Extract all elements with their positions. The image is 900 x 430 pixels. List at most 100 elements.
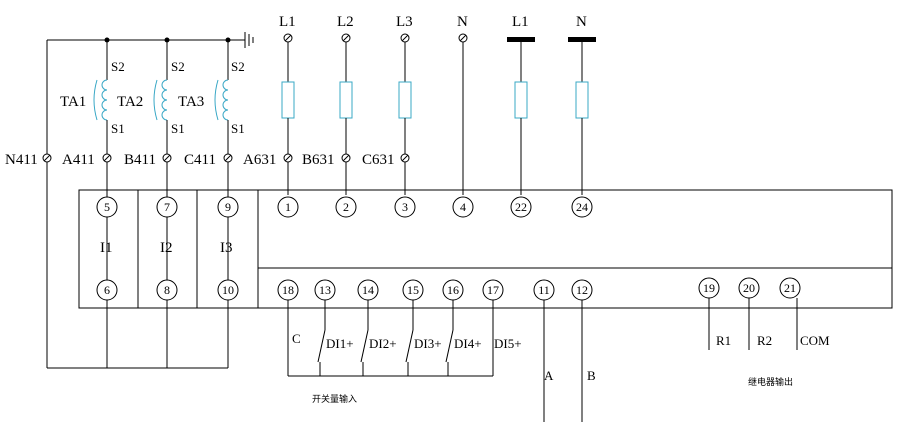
svg-text:12: 12 [576, 283, 588, 297]
wire-label-b631: B631 [302, 152, 335, 168]
voltage-line-l2 [339, 33, 353, 195]
svg-text:20: 20 [743, 281, 755, 295]
terminal-19: 19 [698, 277, 720, 299]
svg-text:24: 24 [576, 200, 588, 214]
svg-text:10: 10 [222, 283, 234, 297]
terminal-2: 2 [335, 196, 357, 218]
fuse-icon [575, 81, 589, 119]
svg-text:5: 5 [104, 200, 110, 214]
coil-icon [101, 79, 108, 121]
terminal-17: 17 [482, 279, 504, 301]
wire-label-c411: C411 [184, 152, 216, 168]
relay-r2-label: R2 [757, 333, 772, 348]
coil-icon [222, 79, 229, 121]
ct-s2-label: S2 [171, 59, 185, 74]
comm-a-label: A [544, 368, 554, 383]
svg-text:4: 4 [460, 200, 466, 214]
ct-ta2-label: TA2 [117, 94, 143, 110]
wire-label-a411: A411 [62, 152, 95, 168]
wire-terminal-icon [223, 153, 233, 163]
switch-contact-icon [445, 329, 454, 363]
switch-contact-icon [360, 329, 369, 363]
terminal-5: 5 [96, 196, 118, 218]
relay-com-label: COM [800, 333, 830, 348]
neutral-line [458, 33, 468, 195]
ct-s1-label: S1 [231, 121, 245, 136]
busbar-icon [568, 37, 596, 42]
terminal-12: 12 [571, 279, 593, 301]
ct-s1-label: S1 [171, 121, 185, 136]
terminal-11: 11 [533, 279, 555, 301]
wire-terminal-icon [102, 153, 112, 163]
terminal-4: 4 [452, 196, 474, 218]
terminal-1: 1 [277, 196, 299, 218]
svg-text:2: 2 [343, 200, 349, 214]
switch-contact-icon [405, 329, 414, 363]
voltage-line-l1 [281, 33, 295, 195]
svg-text:21: 21 [784, 281, 796, 295]
current-input-i1: I1 [100, 240, 113, 256]
di1-label: DI1+ [326, 336, 354, 351]
terminal-6: 6 [96, 279, 118, 301]
terminal-16: 16 [442, 279, 464, 301]
ct-ta1-label: TA1 [60, 94, 86, 110]
busbar-icon [507, 37, 535, 42]
digital-input-wiring [287, 300, 494, 377]
terminal-9: 9 [217, 196, 239, 218]
relay-output-caption: 继电器输出 [748, 376, 793, 388]
svg-text:17: 17 [487, 283, 499, 297]
terminal-20: 20 [738, 277, 760, 299]
current-input-i2: I2 [160, 240, 173, 256]
di5-label: DI5+ [494, 336, 522, 351]
terminal-14: 14 [357, 279, 379, 301]
terminal-13: 13 [314, 279, 336, 301]
ct-s1-label: S1 [111, 121, 125, 136]
top-label-l1: L1 [279, 14, 296, 30]
svg-text:14: 14 [362, 283, 374, 297]
wire-label-n411: N411 [5, 152, 38, 168]
device-housing [78, 189, 893, 309]
terminal-3: 3 [394, 196, 416, 218]
top-label-l3: L3 [396, 14, 413, 30]
terminal-8: 8 [156, 279, 178, 301]
di3-label: DI3+ [414, 336, 442, 351]
svg-text:11: 11 [538, 283, 550, 297]
ct-s2-label: S2 [111, 59, 125, 74]
wire-terminal-icon [42, 153, 52, 163]
ct-ta3-label: TA3 [178, 94, 204, 110]
wire-label-b411: B411 [124, 152, 156, 168]
terminal-24: 24 [571, 196, 593, 218]
svg-text:13: 13 [319, 283, 331, 297]
terminal-18: 18 [277, 279, 299, 301]
fuse-icon [339, 81, 353, 119]
di4-label: DI4+ [454, 336, 482, 351]
svg-text:8: 8 [164, 283, 170, 297]
svg-text:22: 22 [515, 200, 527, 214]
svg-text:1: 1 [285, 200, 291, 214]
comm-b-label: B [587, 368, 596, 383]
coil-icon [161, 79, 168, 121]
voltage-line-l3 [398, 33, 412, 195]
fuse-icon [514, 81, 528, 119]
svg-text:19: 19 [703, 281, 715, 295]
fuse-icon [281, 81, 295, 119]
wire-terminal-icon [162, 153, 172, 163]
ground-icon [244, 32, 254, 48]
switch-contact-icon [317, 329, 326, 363]
svg-text:7: 7 [164, 200, 170, 214]
top-label-n-aux: N [576, 14, 587, 30]
terminal-7: 7 [156, 196, 178, 218]
terminal-10: 10 [217, 279, 239, 301]
digital-input-caption: 开关量输入 [312, 393, 357, 405]
wire-label-c631: C631 [362, 152, 395, 168]
current-input-i3: I3 [220, 240, 233, 256]
aux-supply-l1 [507, 37, 535, 195]
aux-supply-n [568, 37, 596, 195]
terminal-21: 21 [779, 277, 801, 299]
ct-s2-label: S2 [231, 59, 245, 74]
terminal-22: 22 [510, 196, 532, 218]
svg-text:18: 18 [282, 283, 294, 297]
top-label-n: N [457, 14, 468, 30]
svg-text:6: 6 [104, 283, 110, 297]
